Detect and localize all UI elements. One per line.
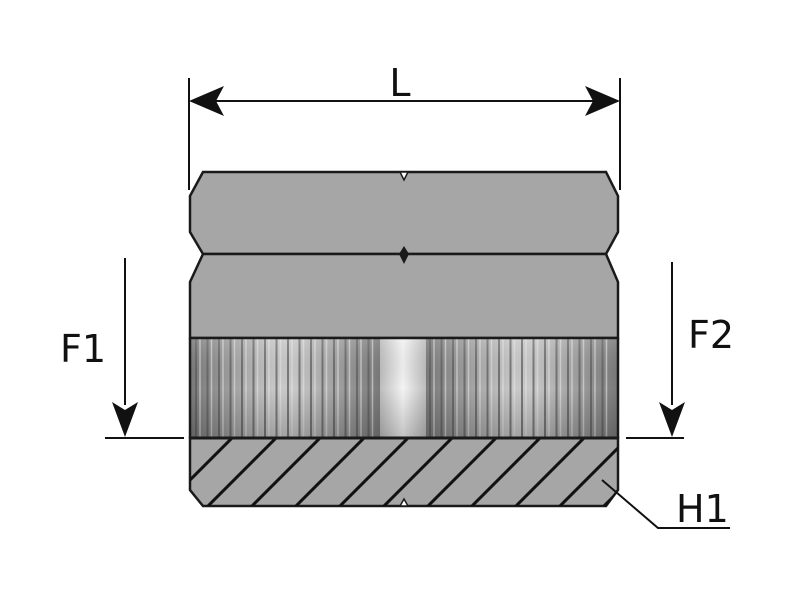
h1-callout: H1 <box>601 479 730 531</box>
section-hatch <box>188 436 620 508</box>
length-arrow-left <box>189 86 224 116</box>
h1-label: H1 <box>676 487 729 531</box>
f2-dimension: F2 <box>626 262 734 439</box>
threaded-bore <box>188 336 620 438</box>
h1-leader-line <box>601 479 730 529</box>
hatch-lines <box>190 438 618 506</box>
f2-label: F2 <box>688 313 734 357</box>
upper-hex-flat <box>188 170 620 256</box>
middle-notch <box>399 246 409 264</box>
hex-flats <box>188 170 620 340</box>
middle-hex-flat <box>188 252 620 340</box>
top-notch <box>398 171 410 182</box>
f1-label: F1 <box>60 327 106 371</box>
length-dimension: L <box>188 61 621 190</box>
lower-hex-section <box>188 436 620 508</box>
length-label: L <box>389 61 410 105</box>
f1-dimension: F1 <box>60 258 184 439</box>
length-arrow-right <box>585 86 620 116</box>
f2-arrow-head <box>659 402 685 437</box>
bottom-notch <box>398 497 410 507</box>
f1-arrow-head <box>112 402 138 437</box>
